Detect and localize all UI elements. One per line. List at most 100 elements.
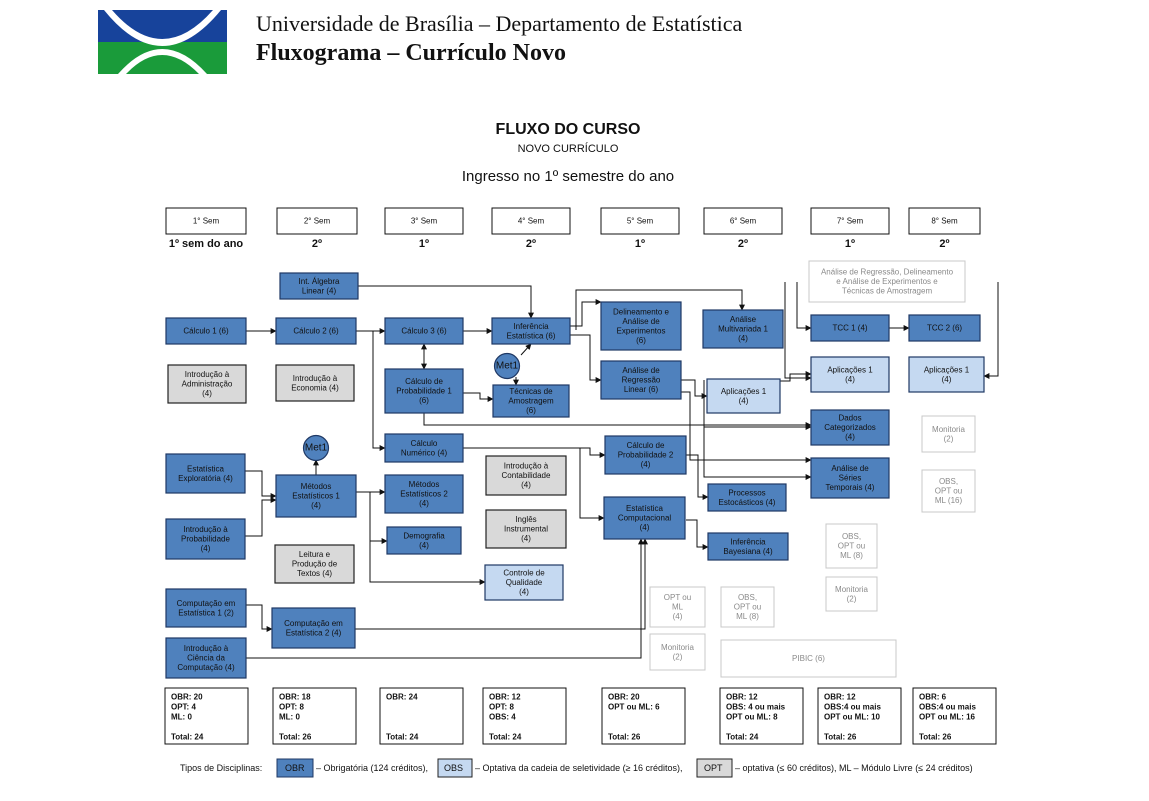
summary-line: OBS: 4 ou mais (726, 703, 786, 712)
prerequisite-arrow (463, 447, 606, 458)
course-label: Monitoria (835, 585, 868, 594)
course-tcc-1[interactable] (810, 314, 890, 342)
course-analise-multivariada[interactable] (702, 309, 784, 349)
course-calc-probabilidade-1[interactable] (384, 368, 464, 414)
course-delineamento[interactable] (600, 301, 682, 351)
flow-title: FLUXO DO CURSO (495, 121, 641, 138)
course-processos-estocasticos[interactable] (707, 483, 787, 512)
course-label: Estatística (187, 464, 224, 473)
prerequisite-arrow (686, 454, 709, 500)
course-intro-ciencia-computacao[interactable] (165, 637, 247, 679)
semester-label: 7° Sem (837, 217, 864, 226)
course-label: Análise de Regressão, Delineamento (821, 268, 954, 277)
course-calc-probabilidade-2[interactable] (604, 435, 687, 475)
course-monitoria-5sem[interactable] (649, 633, 706, 671)
course-pibic[interactable] (720, 639, 897, 678)
course-label: Cálculo 3 (6) (401, 327, 447, 336)
course-demografia[interactable] (386, 526, 462, 555)
course-monitoria-7sem[interactable] (825, 576, 878, 612)
course-computacao-estatistica-2[interactable] (271, 607, 356, 649)
course-leitura-producao[interactable] (274, 544, 355, 584)
summary-line: OPT ou ML: 16 (919, 713, 976, 722)
course-obs-opt-ml-8-7sem[interactable] (825, 523, 878, 569)
course-metodos-estatisticos-1[interactable] (275, 474, 357, 518)
course-controle-qualidade[interactable] (484, 564, 564, 601)
course-label: Introdução à (185, 370, 230, 379)
prerequisite-arrow (686, 519, 709, 550)
course-intro-contabilidade[interactable] (485, 455, 567, 496)
course-aplicacoes-1-8sem[interactable] (908, 356, 985, 393)
course-calculo-numerico[interactable] (384, 433, 464, 463)
prerequisite-arrow (355, 538, 648, 630)
course-label: Linear (6) (624, 385, 659, 394)
course-label: (6) (636, 336, 646, 345)
course-estatistica-computacional[interactable] (603, 496, 686, 540)
summary-line: OBR: 12 (489, 693, 521, 702)
course-label: OBS, (939, 477, 958, 486)
course-intro-probabilidade[interactable] (165, 518, 246, 560)
course-aplicacoes-1-7sem[interactable] (810, 356, 890, 393)
course-calculo-3[interactable] (384, 317, 464, 345)
course-label: Monitoria (932, 425, 965, 434)
course-tcc-2[interactable] (908, 314, 981, 342)
course-aplicacoes-1-6sem[interactable] (706, 378, 781, 414)
course-opt-ml-4[interactable] (649, 586, 706, 628)
semester-box (165, 207, 247, 235)
course-label: Leitura e (299, 550, 331, 559)
semester-box (908, 207, 981, 235)
met1-marker (493, 352, 521, 380)
summary-line: OPT: 8 (279, 703, 304, 712)
course-intro-economia[interactable] (275, 364, 355, 402)
course-ingles-instrumental[interactable] (485, 509, 567, 549)
course-label: Inferência (513, 322, 549, 331)
summary-line: OBR: 6 (919, 693, 947, 702)
course-label: Análise de (622, 366, 660, 375)
course-label: Int. Álgebra (299, 277, 340, 286)
course-label: Introdução à (293, 374, 338, 383)
summary-line: OPT: 8 (489, 703, 514, 712)
course-label: ML (672, 603, 684, 612)
course-label: Séries (839, 474, 862, 483)
semester-period: 2º (738, 238, 748, 250)
course-analise-regressao[interactable] (600, 360, 682, 400)
summary-line: OBR: 18 (279, 693, 311, 702)
course-label: (4) (673, 612, 683, 621)
course-obs-opt-ml-8-6sem[interactable] (720, 586, 775, 628)
course-label: (4) (739, 396, 749, 405)
course-tecnicas-amostragem[interactable] (492, 384, 570, 418)
course-monitoria-8sem[interactable] (921, 415, 976, 453)
course-label: Multivariada 1 (718, 325, 768, 334)
course-calculo-1[interactable] (165, 317, 247, 345)
course-obs-opt-ml-16[interactable] (921, 469, 976, 513)
legend-prefix: Tipos de Disciplinas: (180, 763, 262, 773)
course-intro-administracao[interactable] (167, 364, 247, 404)
course-dados-categorizados[interactable] (810, 409, 890, 446)
course-label: OPT ou (664, 593, 691, 602)
semester-label: 6° Sem (730, 217, 757, 226)
course-series-temporais[interactable] (810, 457, 890, 499)
course-label: Estatística 1 (2) (178, 608, 234, 617)
course-label: (4) (845, 433, 855, 442)
course-inferencia-bayesiana[interactable] (707, 532, 789, 561)
course-label: Computação em (177, 599, 236, 608)
summary-line: ML: 0 (171, 713, 192, 722)
course-label: Temporais (4) (826, 483, 875, 492)
prerequisite-arrow (463, 392, 494, 402)
course-analise-regressao-delineamento[interactable] (808, 260, 966, 303)
prerequisite-arrows (245, 282, 999, 659)
course-label: Exploratória (4) (178, 474, 233, 483)
course-metodos-estatisticos-2[interactable] (384, 474, 464, 514)
course-label: OBS, (842, 532, 861, 541)
course-label: (4) (521, 481, 531, 490)
course-estatistica-exploratoria[interactable] (165, 453, 246, 494)
course-label: Estatística 2 (4) (286, 628, 342, 637)
course-computacao-estatistica-1[interactable] (165, 588, 247, 628)
legend-opt-tag: OPT (704, 763, 723, 773)
course-calculo-2[interactable] (275, 317, 357, 345)
course-int-algebra[interactable] (279, 272, 359, 300)
course-label: (4) (641, 460, 651, 469)
course-inferencia[interactable] (491, 317, 571, 345)
summary-total: Total: 24 (386, 733, 419, 742)
summary-total: Total: 24 (171, 733, 204, 742)
prerequisite-arrow (796, 282, 812, 331)
